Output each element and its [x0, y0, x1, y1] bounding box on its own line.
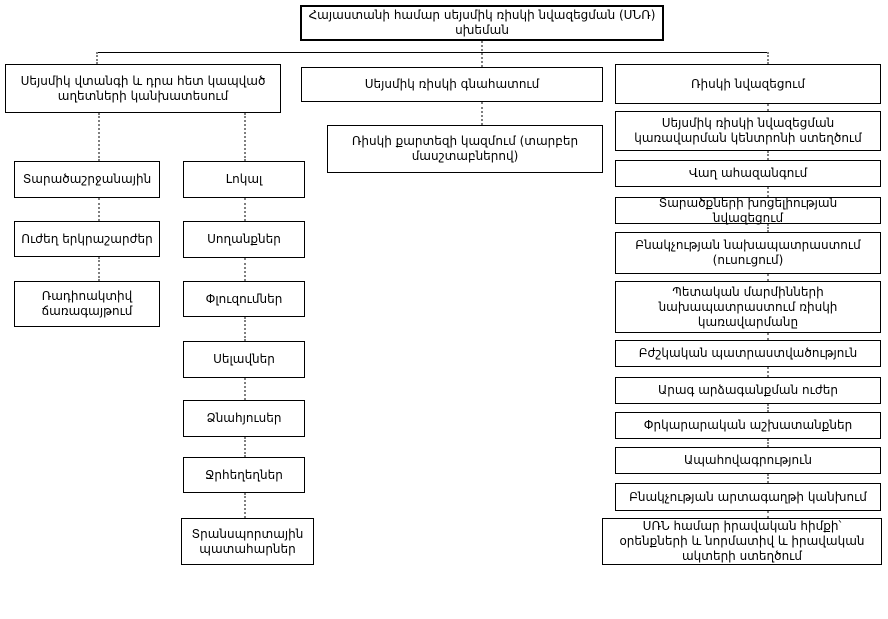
connector-reduction-h-0	[767, 104, 769, 111]
assessment-box-0: Ռիսկի քարտեզի կազմում (տարբեր մասշտաբներ…	[327, 125, 603, 173]
reduction-header-box: Ռիսկի նվազեցում	[615, 64, 881, 104]
local-box-4: Ձնահյուսեր	[183, 400, 305, 437]
connector-local-5-6	[244, 493, 246, 518]
connector-to-reduction	[767, 52, 769, 64]
local-box-3: Սելավներ	[183, 341, 305, 378]
connector-reduction-2-3	[767, 224, 769, 232]
connector-to-forecast	[96, 52, 98, 64]
regional-box-1: Ուժեղ երկրաշարժեր	[14, 221, 160, 257]
connector-reduction-6-7	[767, 404, 769, 412]
connector-forecast-regional	[98, 113, 100, 161]
regional-box-0: Տարածաշրջանային	[14, 161, 160, 198]
local-box-6: Տրանսպորտային պատահարներ	[181, 518, 314, 565]
reduction-box-3: Բնակչության նախապատրաստում (ուսուցում)	[615, 232, 881, 274]
reduction-box-6: Արագ արձագանքման ուժեր	[615, 377, 881, 404]
connector-assessment-0	[481, 102, 483, 125]
reduction-box-5: Բժշկական պատրաստվածություն	[615, 340, 881, 367]
regional-box-2: Ռադիոակտիվ ճառագայթում	[14, 281, 160, 327]
connector-local-3-4	[244, 378, 246, 400]
reduction-box-10: ՍՌՆ համար իրավական հիմքի՝ օրենքների և նո…	[602, 518, 882, 565]
local-box-2: Փլուզումներ	[183, 281, 305, 317]
local-box-0: Լոկալ	[183, 161, 305, 198]
connector-local-2-3	[244, 317, 246, 341]
reduction-box-8: Ապահովագրություն	[615, 447, 881, 474]
connector-root-to-assessment	[481, 41, 483, 67]
forecast-header-box: Սեյսմիկ վտանգի և դրա հետ կապված աղետների…	[5, 64, 281, 113]
connector-local-0-1	[244, 198, 246, 221]
reduction-box-1: Վաղ ահազանգում	[615, 160, 881, 187]
assessment-header-box: Սեյսմիկ ռիսկի գնահատում	[301, 67, 603, 102]
connector-reduction-4-5	[767, 333, 769, 340]
reduction-box-9: Բնակչության արտագաղթի կանխում	[615, 483, 881, 511]
connector-reduction-9-10	[767, 511, 769, 518]
connector-reduction-8-9	[767, 474, 769, 483]
local-box-1: Սողանքներ	[183, 221, 305, 258]
reduction-box-0: Սեյսմիկ ռիսկի նվազեցման կառավարման կենտր…	[615, 111, 881, 151]
connector-reduction-3-4	[767, 274, 769, 281]
connector-regional-0-1	[98, 198, 100, 221]
reduction-box-7: Փրկարարական աշխատանքներ	[615, 412, 881, 439]
root-title-box: Հայաստանի համար սեյսմիկ ռիսկի նվազեցման …	[300, 5, 664, 41]
connector-reduction-5-6	[767, 367, 769, 377]
local-box-5: Ջրհեղեղներ	[183, 457, 305, 493]
reduction-box-2: Տարածքների խոցելիության նվազեցում	[615, 196, 881, 225]
connector-forecast-local	[244, 113, 246, 161]
connector-main-horizontal	[97, 52, 768, 53]
connector-local-1-2	[244, 258, 246, 281]
connector-reduction-1-2	[767, 187, 769, 197]
connector-local-4-5	[244, 437, 246, 457]
reduction-box-4: Պետական մարմինների նախապատրաստում ռիսկի …	[615, 281, 881, 333]
connector-reduction-0-1	[767, 151, 769, 160]
connector-regional-1-2	[98, 257, 100, 281]
connector-reduction-7-8	[767, 439, 769, 447]
